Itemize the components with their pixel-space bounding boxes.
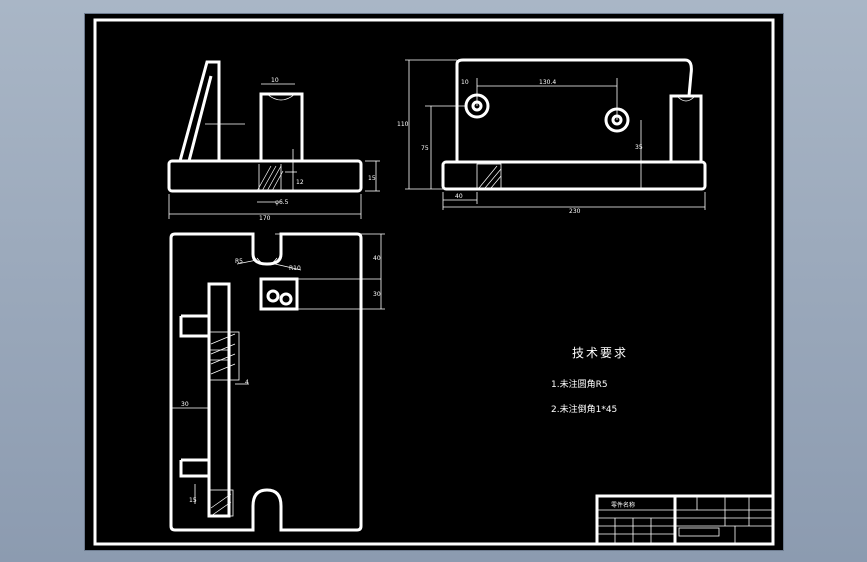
- dim-side-left-offset: 40: [455, 193, 463, 200]
- dim-front-hole: φ6.5: [275, 199, 289, 206]
- front-rib: [178, 60, 221, 162]
- dim-front-base-height: 15: [368, 175, 376, 182]
- top-slot-detail: [256, 257, 278, 266]
- title-block: 零件名称: [595, 494, 775, 546]
- dim-side-hole-height: 75: [421, 145, 429, 152]
- dim-front-slot-depth: 12: [296, 179, 304, 186]
- top-block: [259, 277, 299, 311]
- side-right-post: [669, 94, 703, 162]
- top-outline: [169, 232, 363, 532]
- top-hatch-mid: [208, 331, 240, 381]
- front-view: 170 15 10 12 φ6.5: [167, 60, 380, 222]
- top-bracket-upper: [179, 316, 209, 338]
- tech-req-title: 技术要求: [572, 346, 628, 360]
- side-hatch: [476, 163, 502, 189]
- front-post: [259, 92, 304, 161]
- dim-side-hole-height-right: 35: [635, 144, 643, 151]
- side-base: [441, 160, 707, 191]
- dim-front-slot-width: 10: [271, 77, 279, 84]
- dim-top-notch-depth: 40: [373, 255, 381, 262]
- cad-drawing: 170 15 10 12 φ6.5: [93, 18, 775, 546]
- front-base-plate: [167, 159, 363, 193]
- technical-requirements: 技术要求 1.未注圆角R5 2.未注倒角1*45: [551, 346, 628, 415]
- side-right-post-top: [676, 95, 696, 102]
- dim-side-hole-spacing: 130.4: [539, 79, 556, 86]
- dim-top-tick: 4: [245, 379, 249, 386]
- dim-top-slot: R10: [289, 265, 301, 272]
- title-block-label: 零件名称: [611, 501, 635, 509]
- top-rib: [207, 282, 231, 518]
- dim-front-width: 170: [259, 215, 271, 222]
- dim-top-small: 15: [189, 497, 197, 504]
- title-block-stamp: [678, 527, 720, 537]
- top-bracket-lower: [179, 460, 209, 478]
- top-hatch-low: [208, 489, 234, 517]
- top-view: 40 30 R5 R10 30 4 15: [169, 232, 385, 532]
- drawing-sheet: 170 15 10 12 φ6.5: [84, 13, 784, 551]
- dim-side-total-length: 230: [569, 208, 581, 215]
- drawing-border: [93, 18, 775, 546]
- side-plate: [455, 58, 693, 162]
- side-view: 110 75 130.4 10 35 230 40: [397, 58, 707, 215]
- tech-req-item-1: 1.未注圆角R5: [551, 378, 608, 390]
- front-rib-inner: [187, 75, 213, 162]
- top-block-hole-1: [266, 289, 280, 303]
- dim-top-left-offset: 30: [181, 401, 189, 408]
- dim-side-height: 110: [397, 121, 409, 128]
- dim-side-hole-offset: 10: [461, 79, 469, 86]
- front-post-top: [266, 93, 296, 101]
- dim-top-notch-height: 30: [373, 291, 381, 298]
- dim-top-radius: R5: [235, 258, 243, 265]
- tech-req-item-2: 2.未注倒角1*45: [551, 403, 617, 415]
- front-hatch: [256, 164, 284, 192]
- top-block-hole-2: [279, 292, 293, 306]
